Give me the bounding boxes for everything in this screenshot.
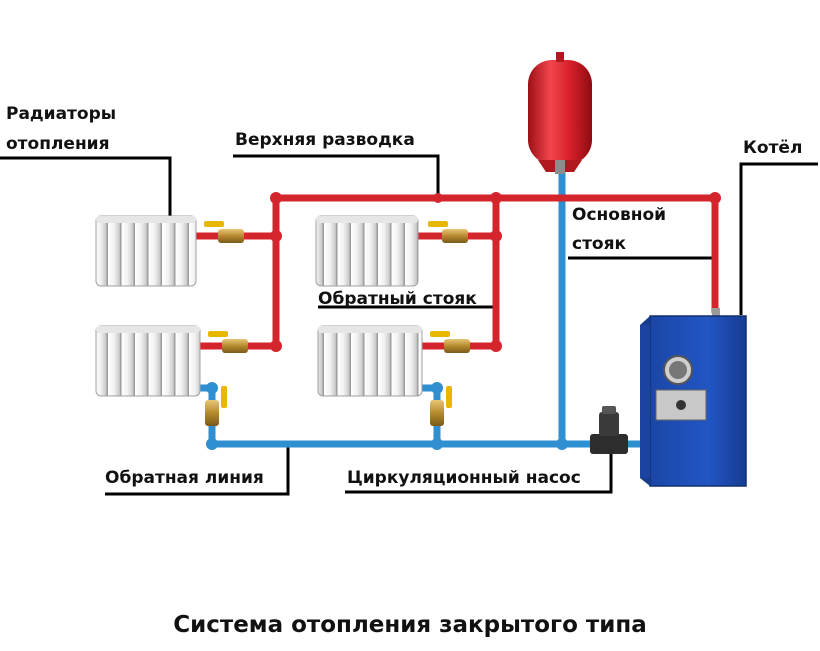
return-joints	[206, 382, 568, 450]
return-valve-1	[205, 386, 227, 426]
leader-upper-distribution	[233, 154, 440, 196]
radiator-bottom-left	[95, 325, 201, 397]
ball-valve-4	[430, 331, 470, 353]
label-upper-distribution: Верхняя разводка	[235, 130, 415, 150]
expansion-tank	[528, 52, 592, 174]
return-valve-2	[430, 386, 452, 426]
label-radiators-line1: Радиаторы	[6, 104, 117, 124]
radiator-bottom-right	[317, 325, 423, 397]
label-circulation-pump: Циркуляционный насос	[347, 468, 581, 488]
label-radiators-line2: отопления	[6, 134, 110, 154]
label-return-riser: Обратный стояк	[318, 289, 477, 309]
leader-lines	[0, 154, 818, 496]
circulation-pump	[590, 406, 628, 454]
leader-return-line	[105, 446, 290, 496]
radiator-top-left	[95, 215, 197, 287]
boiler	[640, 308, 747, 487]
label-main-riser-line2: стояк	[572, 234, 627, 254]
label-main-riser-line1: Основной	[572, 205, 667, 225]
ball-valve-2	[208, 331, 248, 353]
radiator-top-right	[315, 215, 419, 287]
ball-valve-1	[204, 221, 244, 243]
leader-circulation-pump	[345, 448, 613, 494]
label-boiler: Котёл	[743, 138, 803, 158]
supply-joints	[270, 192, 721, 352]
ball-valve-3	[428, 221, 468, 243]
label-return-line: Обратная линия	[105, 468, 264, 488]
leader-radiators	[0, 156, 172, 218]
leader-boiler	[739, 162, 818, 315]
diagram-title: Система отопления закрытого типа	[173, 612, 647, 638]
